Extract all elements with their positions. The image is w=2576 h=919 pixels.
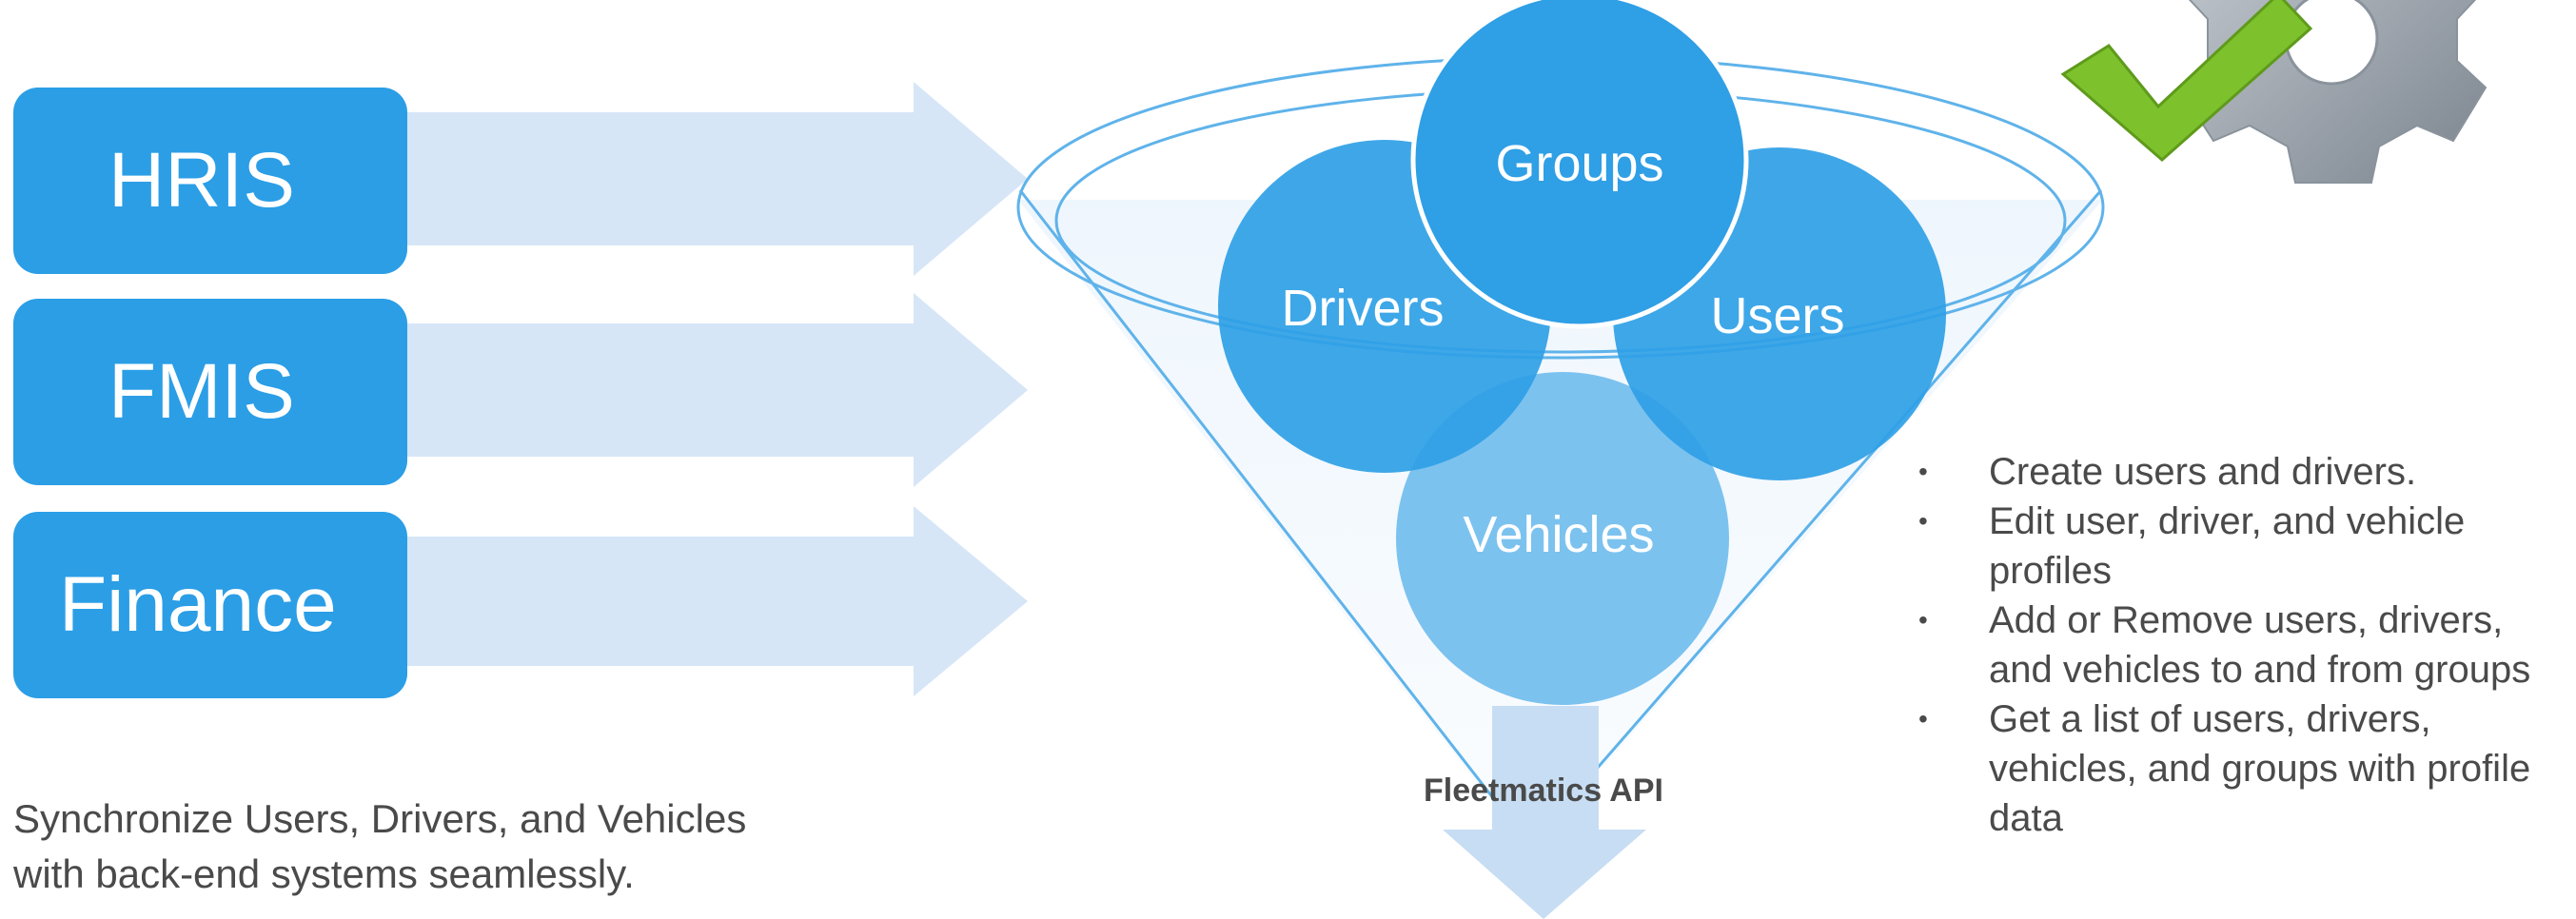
feature-item: Create users and drivers. — [1913, 447, 2569, 497]
caption-line-1: Synchronize Users, Drivers, and Vehicles — [13, 796, 747, 841]
source-box-hris: HRIS — [13, 88, 407, 274]
arrow-hris — [400, 82, 1028, 276]
feature-item: Get a list of users, drivers, vehicles, … — [1913, 694, 2569, 843]
caption: Synchronize Users, Drivers, and Vehicles… — [13, 792, 1060, 902]
source-box-finance: Finance — [13, 512, 407, 698]
circle-label-users: Users — [1710, 287, 1844, 344]
feature-item: Edit user, driver, and vehicle profiles — [1913, 497, 2569, 596]
circle-groups — [1410, 0, 1749, 329]
circle-label-vehicles: Vehicles — [1463, 506, 1654, 563]
source-box-fmis: FMIS — [13, 299, 407, 485]
funnel-left-edge — [1018, 189, 1496, 800]
arrow-finance — [400, 506, 1028, 696]
circle-vehicles — [1396, 372, 1729, 705]
arrow-fmis — [400, 293, 1028, 487]
api-label: Fleetmatics API — [1424, 772, 1663, 809]
gear-with-checkmark-icon — [2060, 0, 2488, 184]
circle-label-drivers: Drivers — [1282, 280, 1445, 337]
output-arrow — [1443, 706, 1646, 919]
feature-list: Create users and drivers. Edit user, dri… — [1913, 447, 2569, 843]
circle-label-groups: Groups — [1495, 135, 1663, 192]
feature-item: Add or Remove users, drivers, and vehicl… — [1913, 596, 2569, 694]
caption-line-2: with back-end systems seamlessly. — [13, 851, 635, 896]
